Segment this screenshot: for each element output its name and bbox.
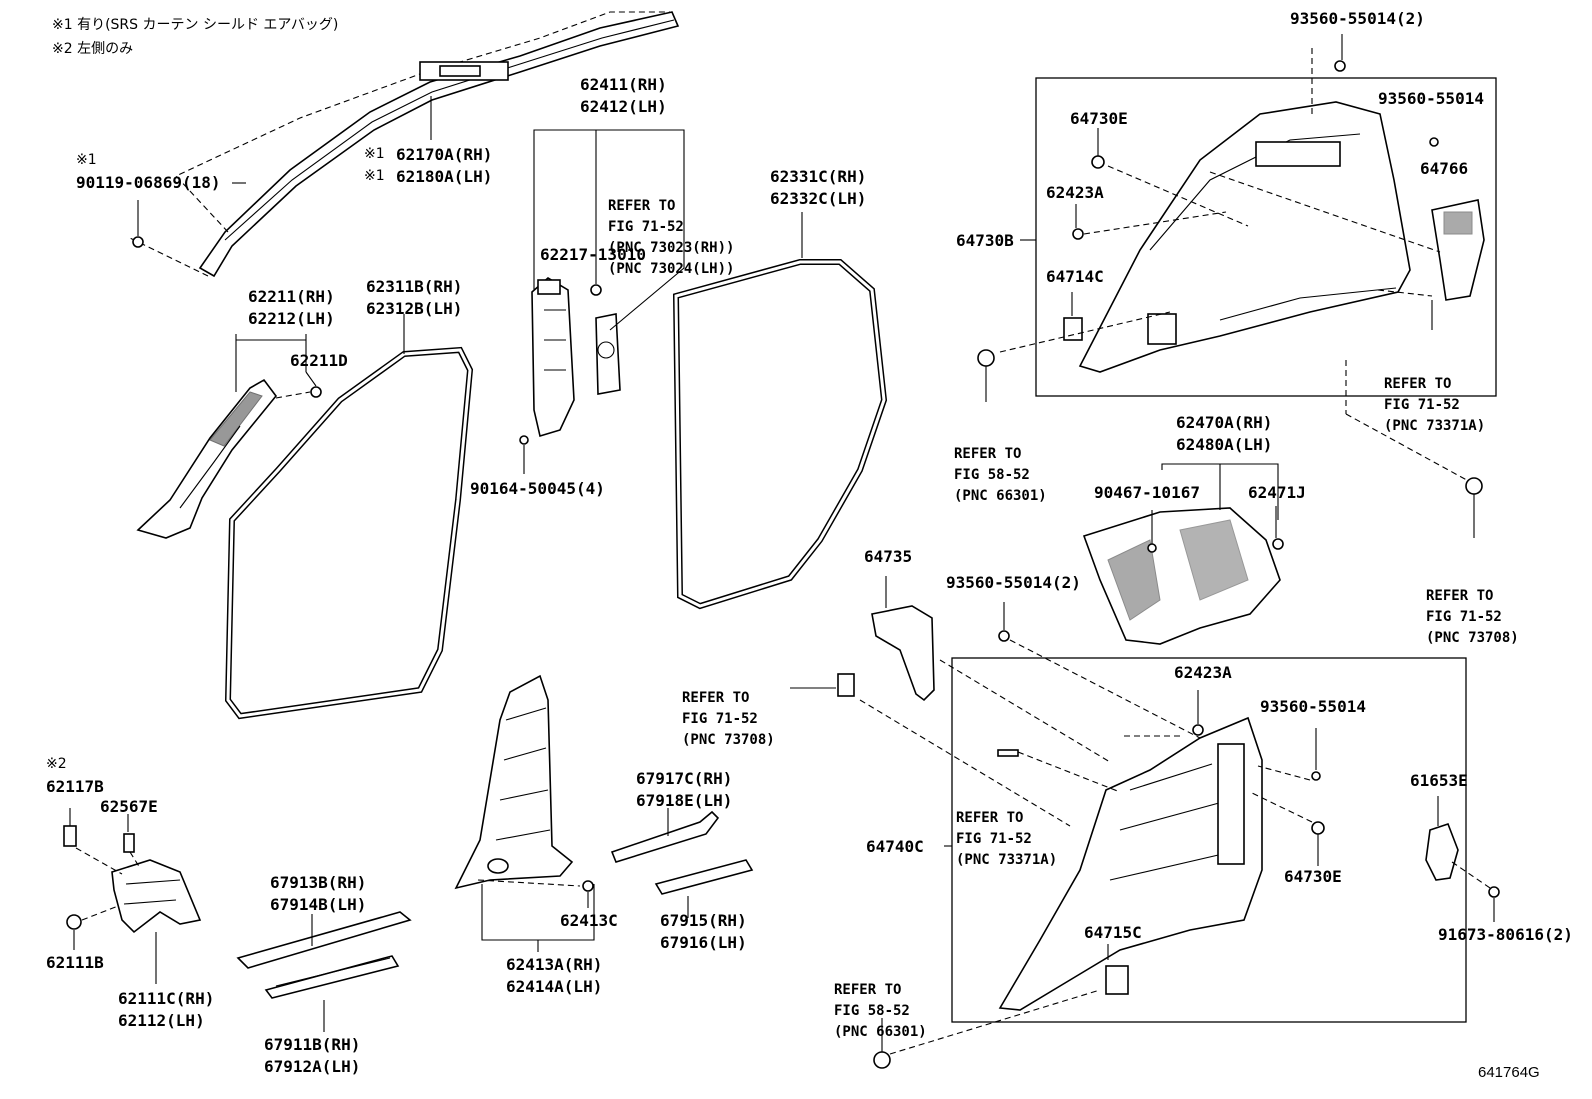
cowl-side-trim bbox=[111, 859, 202, 934]
deck-side-trim bbox=[1082, 507, 1281, 645]
mark-left-only: ※2 bbox=[46, 756, 67, 772]
mark-airbag-3: ※1 bbox=[364, 168, 385, 184]
label-62312B: 62312B(LH) bbox=[366, 299, 463, 318]
label-62412: 62412(LH) bbox=[580, 97, 667, 116]
rear-scuff-plate bbox=[610, 810, 754, 895]
rear-door-weatherstrip bbox=[672, 259, 888, 610]
label-64740C: 64740C bbox=[866, 837, 924, 856]
label-93560-55014-box: 93560-55014 bbox=[1378, 89, 1484, 108]
note-airbag-condition: ※1 有り(SRS カーテン シールド エアバッグ) bbox=[52, 17, 339, 33]
label-62212: 62212(LH) bbox=[248, 309, 335, 328]
label-62331C: 62331C(RH) bbox=[770, 167, 867, 186]
label-61653E: 61653E bbox=[1410, 771, 1468, 790]
center-pillar-upper-garnish bbox=[531, 277, 575, 438]
label-62112: 62112(LH) bbox=[118, 1011, 205, 1030]
quarter-trim-upper bbox=[1078, 101, 1411, 373]
label-67916: 67916(LH) bbox=[660, 933, 747, 952]
label-62480A: 62480A(LH) bbox=[1176, 435, 1273, 454]
bracket-61653E bbox=[1425, 822, 1459, 881]
label-62180A: 62180A(LH) bbox=[396, 167, 493, 186]
label-62413A: 62413A(RH) bbox=[506, 955, 603, 974]
label-90467-10167: 90467-10167 bbox=[1094, 483, 1200, 502]
roof-rail-garnish bbox=[129, 11, 680, 278]
label-93560-55014-mid: 93560-55014(2) bbox=[946, 573, 1081, 592]
label-67918E: 67918E(LH) bbox=[636, 791, 733, 810]
mark-airbag-2: ※1 bbox=[364, 146, 385, 162]
lower-assembly-box bbox=[951, 657, 1467, 1023]
note-left-side-only: ※2 左側のみ bbox=[52, 41, 134, 57]
trim-64766 bbox=[1431, 199, 1485, 301]
quarter-trim-lower bbox=[998, 716, 1263, 1011]
label-64715C: 64715C bbox=[1084, 923, 1142, 942]
label-62311B: 62311B(RH) bbox=[366, 277, 463, 296]
upper-assembly-box bbox=[1035, 77, 1497, 397]
front-scuff-plate bbox=[236, 911, 412, 999]
label-67914B: 67914B(LH) bbox=[270, 895, 367, 914]
label-67911B: 67911B(RH) bbox=[264, 1035, 361, 1054]
label-62332C: 62332C(LH) bbox=[770, 189, 867, 208]
label-62170A: 62170A(RH) bbox=[396, 145, 493, 164]
clip-90119 bbox=[132, 200, 144, 248]
label-90119-06869: 90119-06869(18) bbox=[76, 173, 221, 192]
label-90164-50045: 90164-50045(4) bbox=[470, 479, 605, 498]
label-62111C: 62111C(RH) bbox=[118, 989, 215, 1008]
label-64730B: 64730B bbox=[956, 231, 1014, 250]
label-62217-13010: 62217-13010 bbox=[540, 245, 646, 264]
label-93560-55014-lower: 93560-55014 bbox=[1260, 697, 1366, 716]
figure-id: 641764G bbox=[1478, 1064, 1540, 1081]
label-91673-80616: 91673-80616(2) bbox=[1438, 925, 1573, 944]
front-door-weatherstrip bbox=[224, 346, 474, 720]
label-67917C: 67917C(RH) bbox=[636, 769, 733, 788]
label-64735: 64735 bbox=[864, 547, 913, 566]
label-62470A: 62470A(RH) bbox=[1176, 413, 1273, 432]
label-62411: 62411(RH) bbox=[580, 75, 667, 94]
label-93560-55014-top: 93560-55014(2) bbox=[1290, 9, 1425, 28]
seatbelt-anchor-cover bbox=[595, 313, 621, 395]
label-62471J: 62471J bbox=[1248, 483, 1306, 502]
label-64714C: 64714C bbox=[1046, 267, 1104, 286]
label-62117B: 62117B bbox=[46, 777, 104, 796]
label-67913B: 67913B(RH) bbox=[270, 873, 367, 892]
label-62211D: 62211D bbox=[290, 351, 348, 370]
label-62211: 62211(RH) bbox=[248, 287, 335, 306]
label-62423A-top: 62423A bbox=[1046, 183, 1104, 202]
label-67915: 67915(RH) bbox=[660, 911, 747, 930]
center-pillar-lower-garnish bbox=[454, 674, 574, 890]
label-64766: 64766 bbox=[1420, 159, 1469, 178]
label-62567E: 62567E bbox=[100, 797, 158, 816]
mark-airbag-1: ※1 bbox=[76, 152, 97, 168]
label-64730E-top: 64730E bbox=[1070, 109, 1128, 128]
label-64730E-lower: 64730E bbox=[1284, 867, 1342, 886]
label-67912A: 67912A(LH) bbox=[264, 1057, 361, 1076]
label-62423A-lower: 62423A bbox=[1174, 663, 1232, 682]
trim-64735 bbox=[871, 605, 935, 702]
label-62413C: 62413C bbox=[560, 911, 618, 930]
label-62111B: 62111B bbox=[46, 953, 104, 972]
front-pillar-garnish bbox=[136, 378, 278, 539]
label-62414A: 62414A(LH) bbox=[506, 977, 603, 996]
